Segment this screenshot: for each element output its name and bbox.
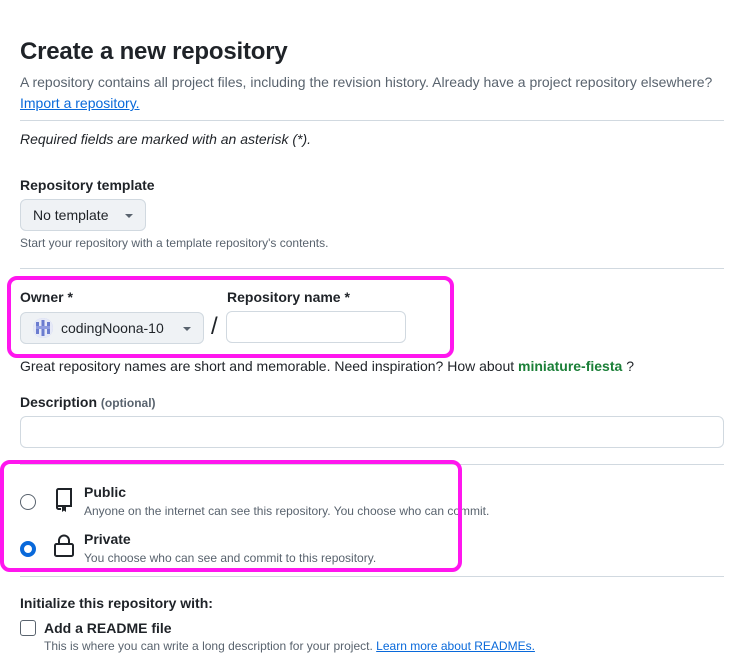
owner-avatar (33, 318, 53, 338)
add-readme-checkbox[interactable] (20, 620, 36, 636)
repository-name-input[interactable] (226, 311, 406, 343)
public-description: Anyone on the internet can see this repo… (84, 504, 490, 518)
divider (20, 464, 724, 465)
divider (20, 576, 724, 577)
private-radio[interactable] (20, 541, 36, 557)
owner-name-separator: / (211, 313, 218, 340)
template-selected: No template (33, 207, 109, 223)
divider (20, 120, 724, 121)
owner-label: Owner * (20, 289, 73, 305)
readme-hint-text: This is where you can write a long descr… (44, 639, 373, 653)
private-description: You choose who can see and commit to thi… (84, 551, 377, 565)
name-suggestion-link[interactable]: miniature-fiesta (518, 358, 623, 374)
readme-hint: This is where you can write a long descr… (44, 639, 535, 653)
import-repository-link[interactable]: Import a repository. (20, 95, 140, 111)
lock-icon (54, 534, 74, 557)
caret-down-icon (183, 327, 191, 331)
intro-text: A repository contains all project files,… (20, 72, 720, 114)
description-input[interactable] (20, 416, 724, 448)
initialize-heading: Initialize this repository with: (20, 595, 213, 611)
template-hint: Start your repository with a template re… (20, 236, 329, 250)
add-readme-label: Add a README file (44, 620, 172, 636)
public-radio[interactable] (20, 494, 36, 510)
description-label-text: Description (20, 394, 98, 410)
template-label: Repository template (20, 177, 155, 193)
name-inspiration-hint: Great repository names are short and mem… (20, 358, 634, 374)
description-label: Description (optional) (20, 394, 156, 410)
owner-dropdown-button[interactable]: codingNoona-10 (20, 312, 204, 344)
caret-down-icon (125, 214, 133, 218)
visibility-highlight-box (0, 460, 462, 572)
required-fields-note: Required fields are marked with an aster… (20, 131, 312, 147)
intro-description: A repository contains all project files,… (20, 74, 713, 90)
divider (20, 268, 724, 269)
avatar-pattern-icon (33, 318, 53, 338)
learn-more-readmes-link[interactable]: Learn more about READMEs. (376, 639, 535, 653)
public-title: Public (84, 484, 127, 500)
name-hint-end: ? (626, 358, 634, 374)
template-dropdown-button[interactable]: No template (20, 199, 146, 231)
page-title: Create a new repository (20, 38, 288, 65)
owner-repo-highlight-box (7, 276, 454, 358)
optional-tag: (optional) (100, 396, 156, 410)
private-title: Private (84, 531, 131, 547)
repo-book-icon (56, 488, 72, 512)
name-hint-text: Great repository names are short and mem… (20, 358, 515, 374)
owner-selected: codingNoona-10 (61, 320, 164, 336)
repository-name-label: Repository name * (227, 289, 350, 305)
